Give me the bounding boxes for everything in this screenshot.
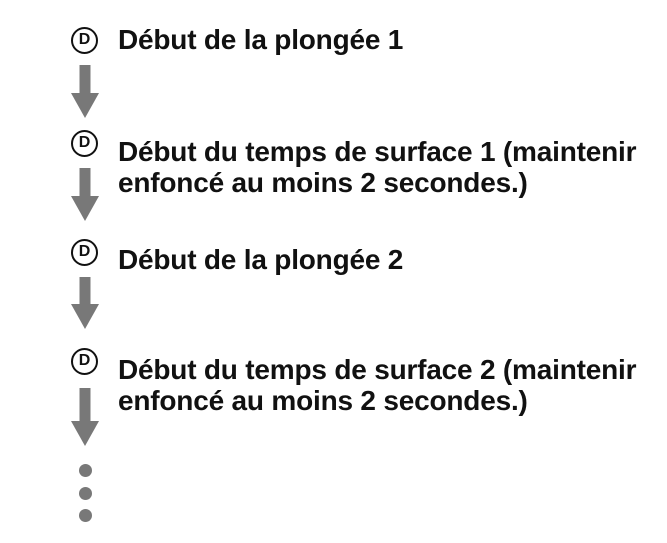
step-label-line: Début du temps de surface 2 (maintenir [118,354,637,385]
button-d-icon: D [71,239,98,266]
down-arrow-icon [71,277,99,329]
button-d-icon: D [71,27,98,54]
step-label-surface-time-1: Début du temps de surface 1 (maintenir e… [118,136,636,198]
step-label-dive-start-1: Début de la plongée 1 [118,24,404,55]
step-label-line: Début du temps de surface 1 (maintenir [118,136,637,167]
ellipsis-dot [79,464,92,477]
button-d-icon: D [71,130,98,157]
ellipsis-dot [79,509,92,522]
down-arrow-icon [71,168,99,221]
button-d-icon: D [71,348,98,375]
step-label-line: enfoncé au moins 2 secondes.) [118,167,528,198]
step-label-dive-start-2: Début de la plongée 2 [118,244,404,275]
step-label-surface-time-2: Début du temps de surface 2 (maintenir e… [118,354,636,416]
down-arrow-icon [71,65,99,118]
step-label-line: enfoncé au moins 2 secondes.) [118,385,528,416]
down-arrow-icon [71,388,99,446]
ellipsis-dot [79,487,92,500]
